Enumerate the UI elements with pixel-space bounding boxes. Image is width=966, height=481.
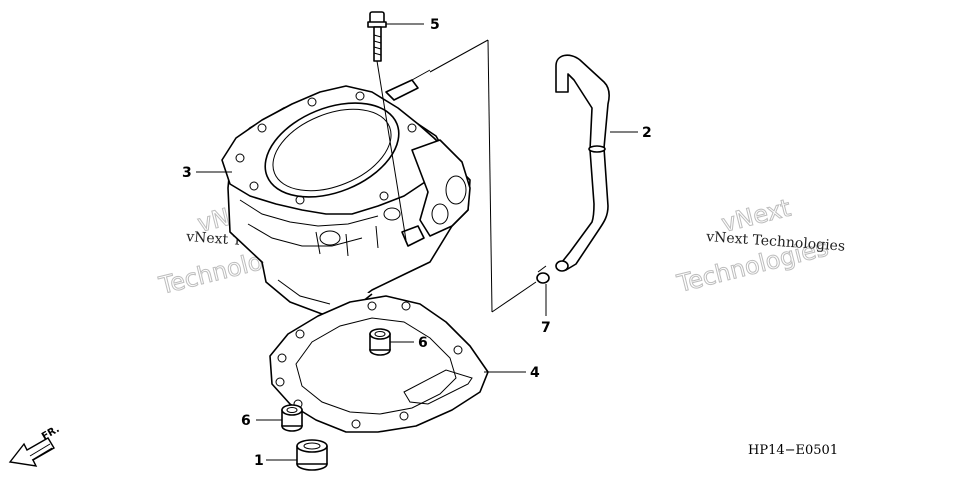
leader-lines — [196, 23, 638, 461]
callout-5: 5 — [430, 17, 440, 33]
callout-6-lower: 6 — [241, 413, 251, 429]
callout-2: 2 — [642, 125, 652, 141]
front-indicator-label: FR. — [40, 424, 62, 443]
water-hose — [555, 54, 610, 272]
front-indicator: FR. — [8, 424, 62, 467]
callout-7: 7 — [541, 320, 551, 336]
dowel-pin-lower — [281, 404, 303, 432]
callout-1: 1 — [254, 453, 264, 469]
assembly-lines — [429, 39, 537, 313]
watermark-right: vNext Technologies vNext Technologies — [673, 193, 845, 298]
cylinder-gasket — [269, 295, 489, 433]
drawing-code: HP14−E0501 — [748, 443, 838, 458]
callout-6-upper: 6 — [418, 335, 428, 351]
callout-3: 3 — [182, 165, 192, 181]
callout-4: 4 — [530, 365, 540, 381]
collar — [296, 439, 328, 471]
front-arrow-icon — [8, 437, 55, 467]
hose-clip — [536, 265, 550, 284]
cylinder — [221, 69, 471, 315]
dowel-pin-upper — [369, 328, 391, 356]
bolt — [367, 11, 407, 241]
